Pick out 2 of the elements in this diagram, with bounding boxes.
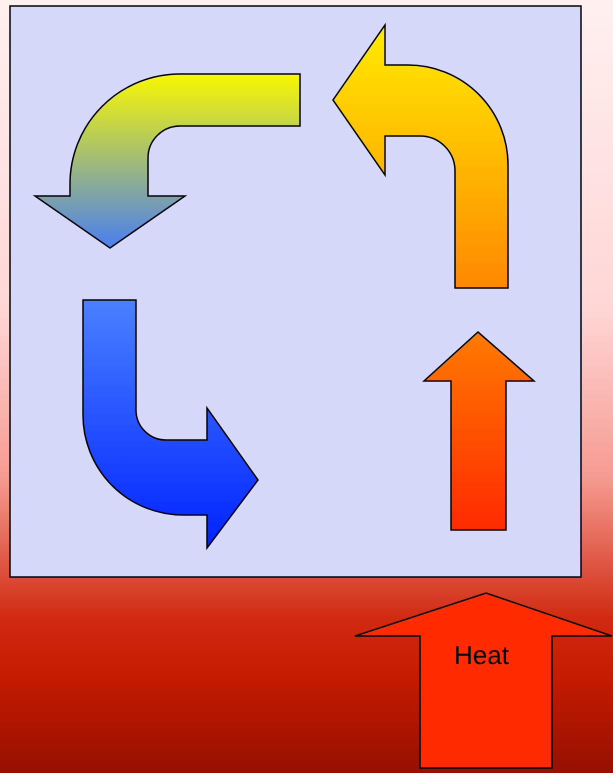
heat-arrow: [354, 592, 613, 770]
arrow-label: Heat: [454, 640, 509, 671]
